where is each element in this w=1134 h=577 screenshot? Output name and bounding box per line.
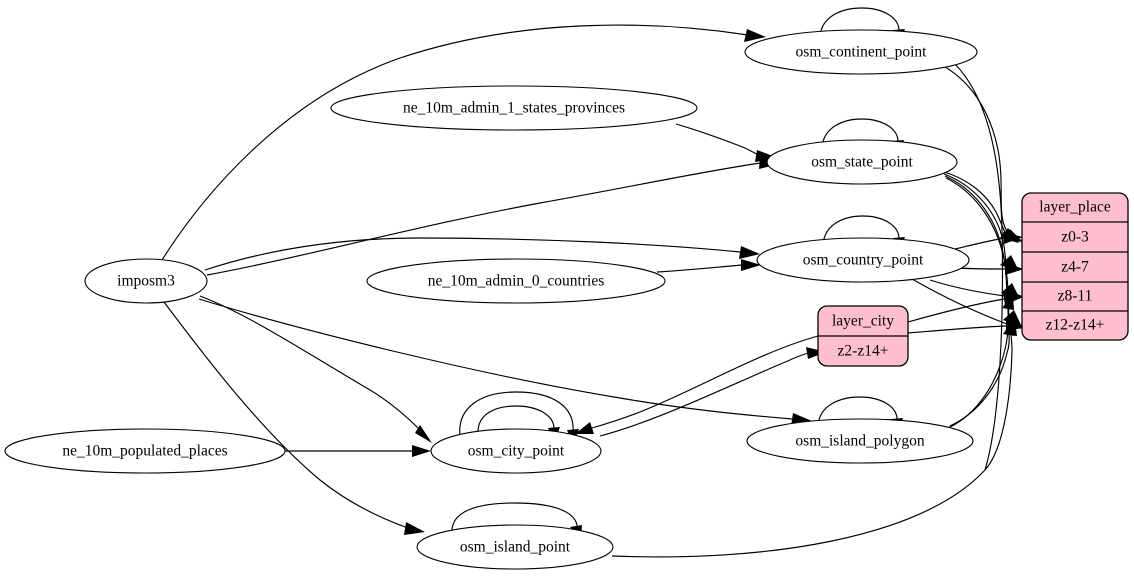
selfloop-osm-island-point xyxy=(451,502,578,535)
selfloop-osm-city-point-outer xyxy=(459,391,574,437)
arrowhead-country-1 xyxy=(739,246,760,259)
selfloop-osm-city-point-inner xyxy=(477,405,555,435)
node-osm-island-point[interactable]: osm_island_point xyxy=(416,524,614,570)
edge-state-to-place-z4-7 xyxy=(943,173,1007,266)
ne-states-label: ne_10m_admin_1_states_provinces xyxy=(403,100,625,117)
selfloop-osm-country-point xyxy=(822,215,900,245)
edge-city-point-to-layer-city xyxy=(599,352,809,437)
edge-imposm3-to-osm-city-point xyxy=(199,295,419,429)
osm-island-polygon-ellipse[interactable] xyxy=(746,418,974,464)
layer-place-row-z8-11[interactable]: z8-11 xyxy=(1058,288,1093,305)
edge-continent-long-down xyxy=(954,63,1004,471)
arrowhead-city-2 xyxy=(412,445,431,457)
osm-state-point-ellipse[interactable] xyxy=(766,139,958,185)
imposm3-label: imposm3 xyxy=(117,273,175,290)
layer-city-title: layer_city xyxy=(832,313,894,330)
arrowhead-place-z03-c xyxy=(1003,232,1023,244)
edge-city-to-place-z12 xyxy=(907,325,1007,334)
osm-city-point-ellipse[interactable] xyxy=(430,428,602,474)
edge-continent-to-place-z0-3 xyxy=(939,63,1011,237)
edge-ne-countries-to-osm-country-point xyxy=(656,264,743,273)
edge-layer xyxy=(161,7,1027,558)
osm-continent-point-label: osm_continent_point xyxy=(796,44,928,61)
layer-place-row-z12-z14[interactable]: z12-z14+ xyxy=(1046,317,1105,334)
selfloop-osm-island-polygon xyxy=(817,396,898,426)
osm-island-point-label: osm_island_point xyxy=(460,539,571,556)
node-osm-continent-point[interactable]: osm_continent_point xyxy=(744,29,978,75)
layer-place-row-z4-7[interactable]: z4-7 xyxy=(1061,259,1089,276)
imposm3-ellipse[interactable] xyxy=(84,258,208,304)
arrowhead-place-z47-b xyxy=(1005,263,1024,275)
edge-layer-city-to-city-point xyxy=(591,335,819,429)
node-layer: imposm3 ne_10m_admin_1_states_provinces … xyxy=(4,29,978,570)
osm-continent-point-ellipse[interactable] xyxy=(744,29,978,75)
edge-imposm3-to-osm-state-point xyxy=(206,162,761,276)
arrowhead-continent xyxy=(744,29,766,42)
ne-places-label: ne_10m_populated_places xyxy=(62,443,227,460)
ne-states-ellipse[interactable] xyxy=(330,85,698,131)
edge-imposm3-to-osm-island-point xyxy=(163,301,409,529)
node-osm-state-point[interactable]: osm_state_point xyxy=(766,139,958,185)
osm-state-point-label: osm_state_point xyxy=(811,154,913,171)
edge-city-to-place-z8-11 xyxy=(907,298,1005,323)
edge-island-polygon-to-place-z8-11 xyxy=(947,305,1009,429)
edge-country-to-place-z12 xyxy=(911,278,1008,325)
node-osm-city-point[interactable]: osm_city_point xyxy=(430,428,602,474)
layer-place-row-z0-3[interactable]: z0-3 xyxy=(1061,229,1089,246)
arrowhead-city-1 xyxy=(415,425,432,443)
ne-countries-label: ne_10m_admin_0_countries xyxy=(428,273,605,290)
osm-island-polygon-label: osm_island_polygon xyxy=(795,433,924,450)
arrowhead-country-2 xyxy=(741,259,761,271)
node-ne-10m-admin-0-countries[interactable]: ne_10m_admin_0_countries xyxy=(366,258,666,304)
record-layer-city[interactable]: layer_city z2-z14+ xyxy=(817,305,909,367)
arrowhead-place-z12-e xyxy=(1005,320,1017,336)
edge-country-to-place-z8-11 xyxy=(929,279,1006,297)
edge-imposm3-to-osm-island-polygon xyxy=(198,298,793,420)
osm-country-point-label: osm_country_point xyxy=(803,252,924,269)
node-imposm3[interactable]: imposm3 xyxy=(84,258,208,304)
osm-island-point-ellipse[interactable] xyxy=(416,524,614,570)
edge-island-polygon-to-place-z12 xyxy=(949,331,1010,427)
selfloop-osm-state-point xyxy=(821,118,899,148)
osm-city-point-label: osm_city_point xyxy=(468,443,565,460)
node-osm-country-point[interactable]: osm_country_point xyxy=(756,237,970,283)
osm-country-point-ellipse[interactable] xyxy=(756,237,970,283)
arrowhead-place-z811-d xyxy=(1002,294,1014,310)
layer-place-box[interactable] xyxy=(1021,192,1129,341)
arrowhead-island-point-1 xyxy=(404,522,425,535)
node-osm-island-polygon[interactable]: osm_island_polygon xyxy=(746,418,974,464)
arrowhead-city-3 xyxy=(575,422,594,434)
node-ne-10m-populated-places[interactable]: ne_10m_populated_places xyxy=(4,428,286,474)
edge-country-to-place-z4-7 xyxy=(957,267,1006,270)
edge-country-to-place-z0-3 xyxy=(954,237,1005,250)
ne-places-ellipse[interactable] xyxy=(4,428,286,474)
layer-city-row-z2-z14[interactable]: z2-z14+ xyxy=(838,343,889,360)
edge-imposm3-to-osm-continent-point xyxy=(161,24,749,261)
layer-place-title: layer_place xyxy=(1039,199,1111,216)
arrowhead-layer-city-in xyxy=(806,347,826,359)
record-layer-place[interactable]: layer_place z0-3 z4-7 z8-11 z12-z14+ xyxy=(1021,192,1129,341)
edge-imposm3-to-osm-country-point xyxy=(204,237,741,271)
edge-ne-states-to-osm-state-point xyxy=(675,123,761,157)
edge-state-to-place-z0-3 xyxy=(943,171,1007,236)
record-layer: layer_city z2-z14+ layer_place z0-3 z4-7… xyxy=(817,192,1129,367)
selfloop-osm-continent-point xyxy=(819,7,900,37)
node-ne-10m-admin-1-states-provinces[interactable]: ne_10m_admin_1_states_provinces xyxy=(330,85,698,131)
ne-countries-ellipse[interactable] xyxy=(366,258,666,304)
